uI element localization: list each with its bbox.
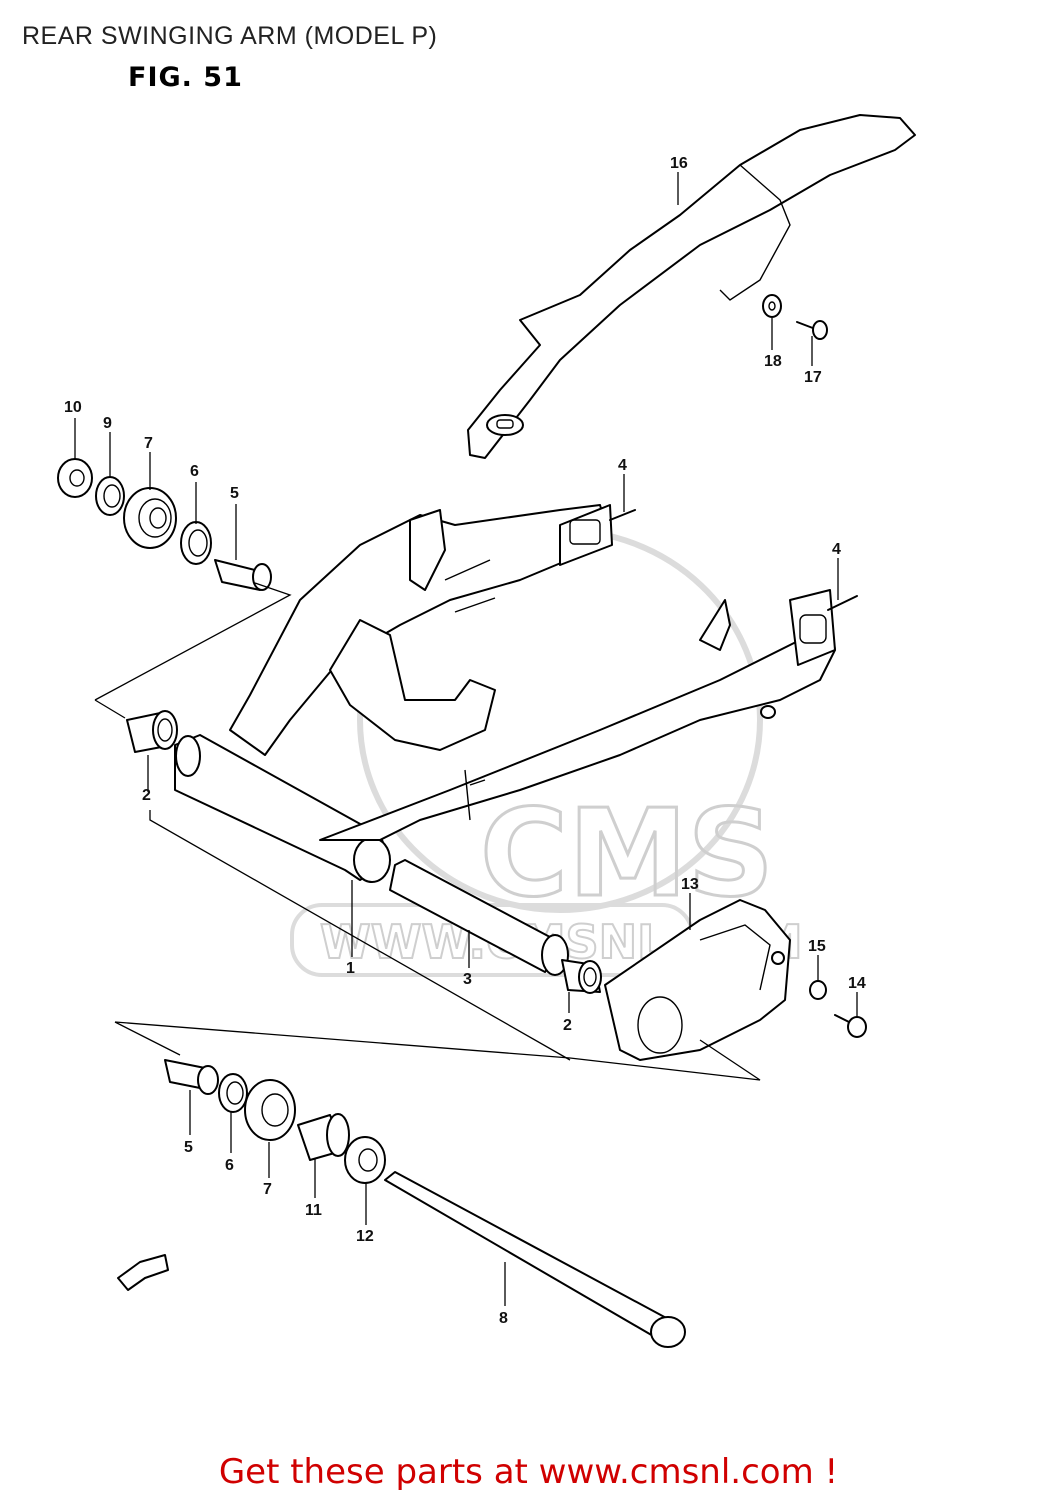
callout-8: 8	[499, 1310, 508, 1327]
pivot-tube-3	[389, 859, 569, 976]
callout-7: 7	[144, 435, 153, 452]
figure-number: FIG. 51	[128, 62, 243, 93]
callout-10: 10	[64, 399, 82, 416]
bolt-4-upper	[609, 509, 636, 521]
bearing-7	[123, 487, 177, 549]
callout-5: 5	[230, 485, 239, 502]
callout-11: 11	[305, 1202, 322, 1219]
bearing-2-lower	[561, 959, 602, 994]
callout-2-upper: 2	[142, 787, 151, 804]
callout-16: 16	[670, 155, 688, 172]
lock-nut-12	[344, 1136, 386, 1184]
bolt-17	[796, 320, 828, 340]
callout-7-lower: 7	[263, 1181, 272, 1198]
callout-leaders	[74, 172, 858, 1306]
washer-9	[95, 476, 125, 516]
callout-13: 13	[681, 876, 699, 893]
callout-5-lower: 5	[184, 1139, 193, 1156]
nut-10	[57, 458, 93, 498]
callout-15: 15	[808, 938, 826, 955]
callout-4-upper: 4	[618, 457, 627, 474]
bolt-14	[834, 1014, 867, 1038]
spacer-15	[809, 980, 827, 1000]
watermark-logo: CMS	[480, 785, 774, 924]
seal-7-lower	[244, 1079, 296, 1141]
washer-6-lower	[218, 1073, 248, 1113]
callout-14: 14	[848, 975, 866, 992]
swingarm-1	[174, 504, 836, 883]
spacer-5-lower	[164, 1059, 219, 1095]
callout-2-lower: 2	[563, 1017, 572, 1034]
callout-9: 9	[103, 415, 112, 432]
callout-3: 3	[463, 971, 472, 988]
callout-12: 12	[356, 1228, 374, 1245]
page-title: REAR SWINGING ARM (MODEL P)	[22, 22, 438, 50]
bolt-4-lower	[827, 595, 858, 611]
washer-18	[762, 294, 782, 318]
callout-4-lower: 4	[832, 541, 841, 558]
bearing-2-upper	[126, 710, 178, 753]
callout-17: 17	[804, 369, 822, 386]
washer-6	[180, 521, 212, 565]
adjuster-11	[297, 1113, 350, 1161]
callout-6-lower: 6	[225, 1157, 234, 1174]
footer-link[interactable]: Get these parts at www.cmsnl.com !	[218, 1452, 839, 1492]
callouts: 10 9 7 6 5 4 4 16 18 17 2 1 3 2 13 15 14…	[64, 155, 866, 1327]
spacer-5	[214, 559, 272, 591]
callout-1: 1	[346, 960, 355, 977]
callout-18: 18	[764, 353, 782, 370]
forward-direction-badge: FWD	[117, 1254, 169, 1291]
chain-buffer-13	[604, 899, 791, 1061]
callout-6: 6	[190, 463, 199, 480]
pivot-shaft-8	[384, 1171, 686, 1348]
assembly-guide-lines	[94, 582, 761, 1081]
chain-case-part	[467, 114, 916, 459]
